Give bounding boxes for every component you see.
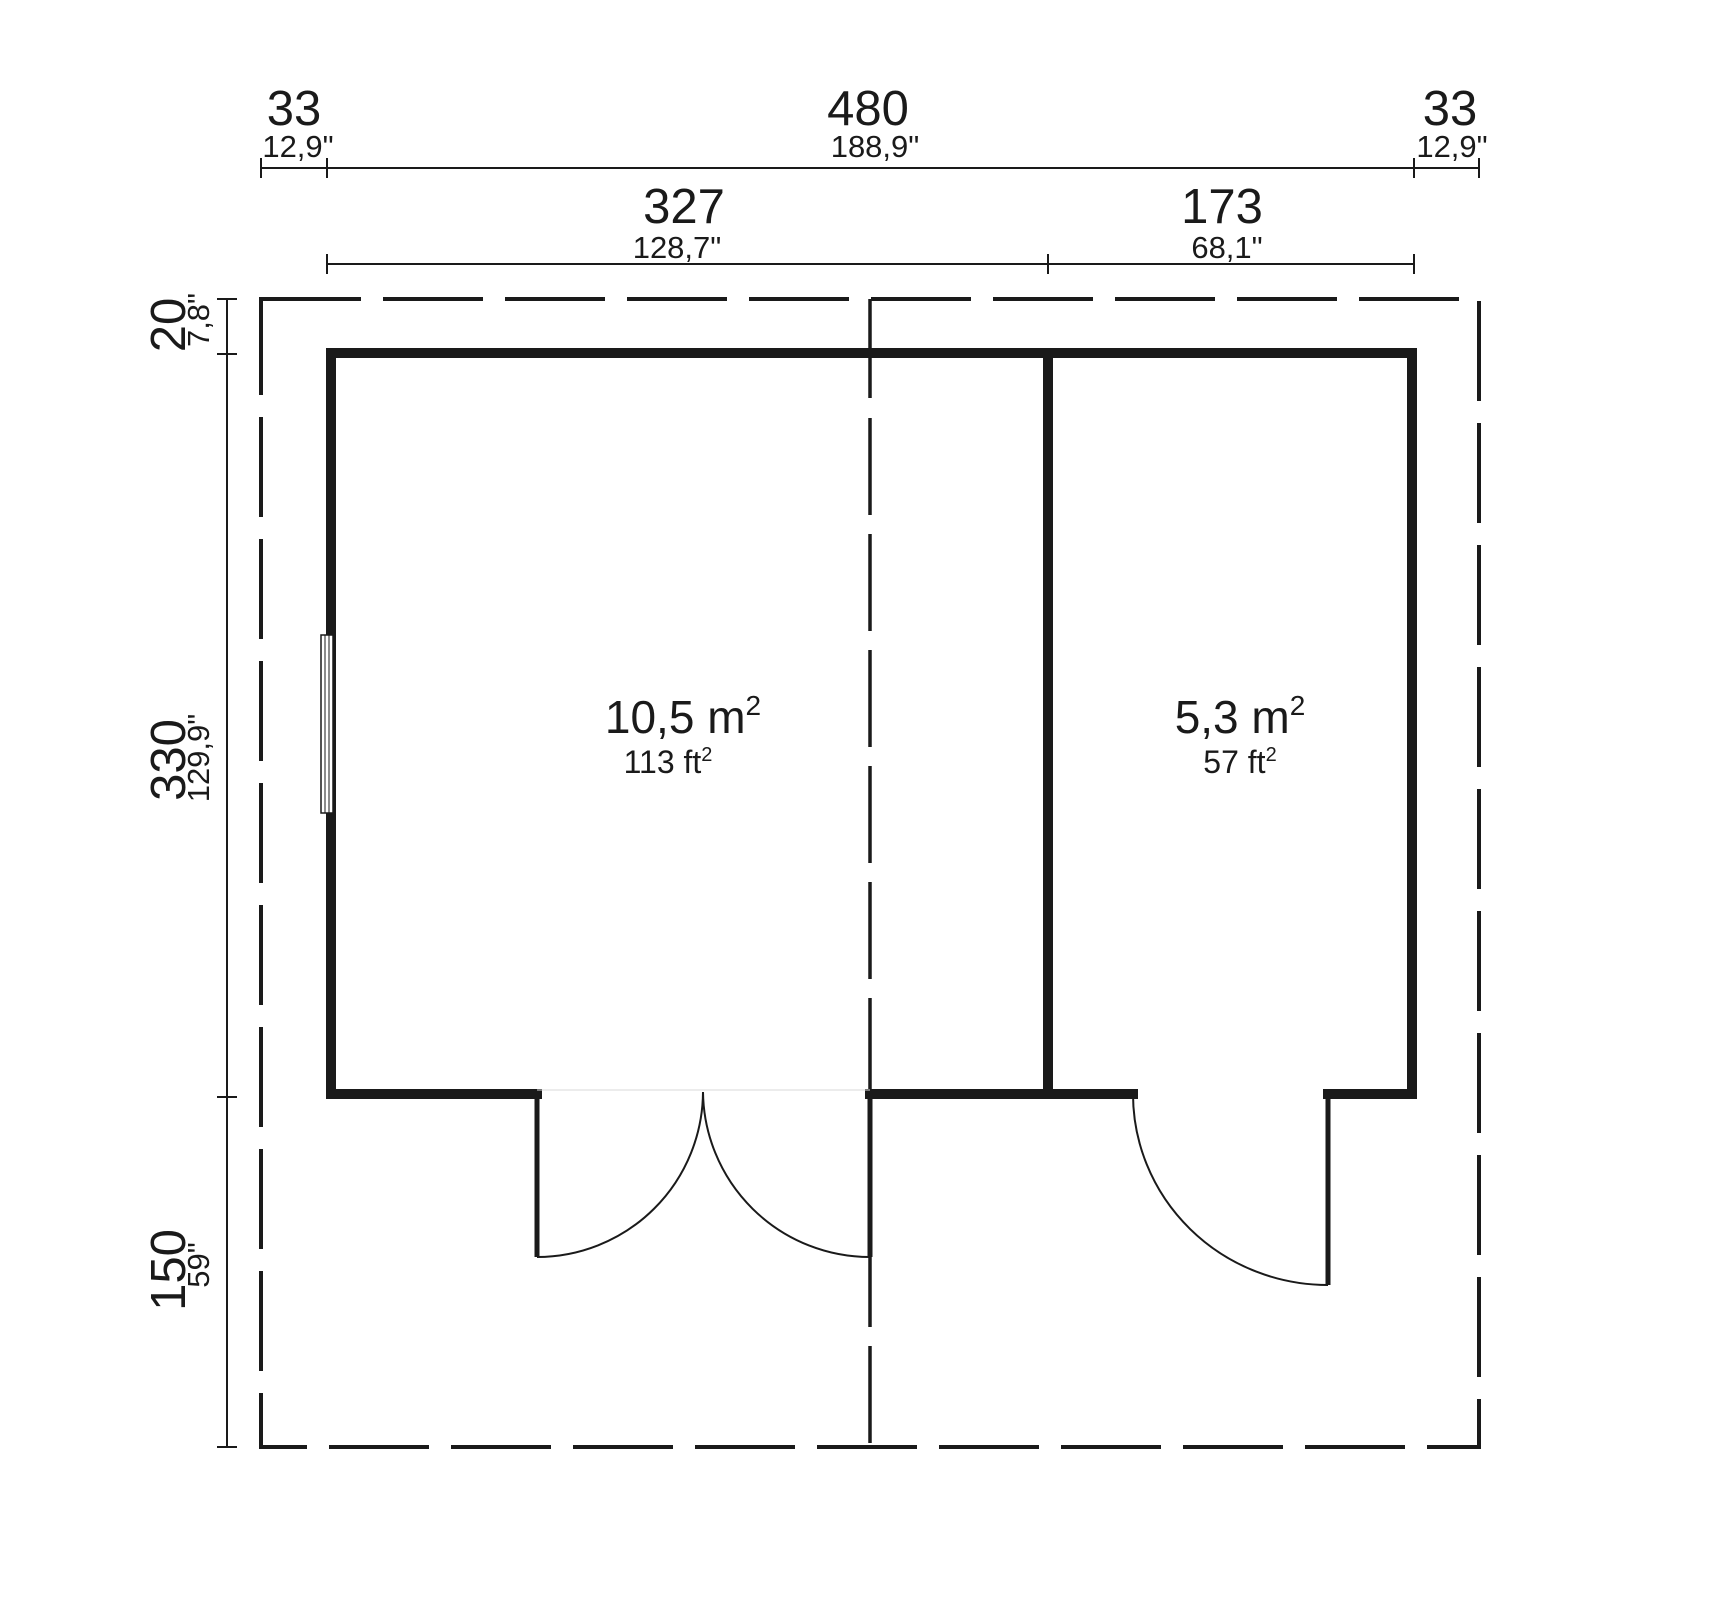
total-width-inch: 188,9" bbox=[831, 129, 920, 164]
depth-cm: 330 bbox=[142, 719, 196, 801]
front-overhang-cm: 150 bbox=[142, 1229, 196, 1311]
window-left-wall bbox=[320, 634, 334, 814]
back-overhang-inch: 7,8" bbox=[181, 293, 216, 347]
dimension-line-overall bbox=[260, 158, 1480, 178]
dimension-line-depth bbox=[217, 298, 237, 1448]
total-width-cm: 480 bbox=[827, 82, 909, 136]
room-1-width-cm: 327 bbox=[643, 180, 725, 234]
double-door bbox=[534, 1089, 873, 1258]
door-swing-left bbox=[536, 1091, 704, 1258]
room-2-area-m2: 5,3 m2 bbox=[1175, 690, 1306, 743]
front-overhang-inch: 59" bbox=[181, 1242, 216, 1288]
exterior-walls bbox=[326, 348, 1417, 1099]
dimension-line-rooms bbox=[326, 254, 1415, 274]
right-overhang-inch: 12,9" bbox=[1416, 129, 1487, 164]
room-2-width-inch: 68,1" bbox=[1191, 230, 1262, 265]
right-overhang-cm: 33 bbox=[1423, 82, 1478, 136]
room-2-area-ft2: 57 ft2 bbox=[1203, 744, 1276, 780]
single-door bbox=[1132, 1093, 1331, 1286]
door-swing bbox=[1132, 1093, 1329, 1286]
room-1-width-inch: 128,7" bbox=[633, 230, 722, 265]
left-overhang-inch: 12,9" bbox=[262, 129, 333, 164]
room-2-width-cm: 173 bbox=[1181, 180, 1263, 234]
depth-inch: 129,9" bbox=[181, 714, 216, 803]
left-overhang-cm: 33 bbox=[267, 82, 322, 136]
room-1-area-m2: 10,5 m2 bbox=[605, 690, 761, 743]
room-1-area-ft2: 113 ft2 bbox=[624, 744, 713, 780]
back-overhang-cm: 20 bbox=[142, 298, 196, 353]
roof-outline bbox=[259, 297, 1481, 1449]
door-swing-right bbox=[702, 1091, 871, 1258]
